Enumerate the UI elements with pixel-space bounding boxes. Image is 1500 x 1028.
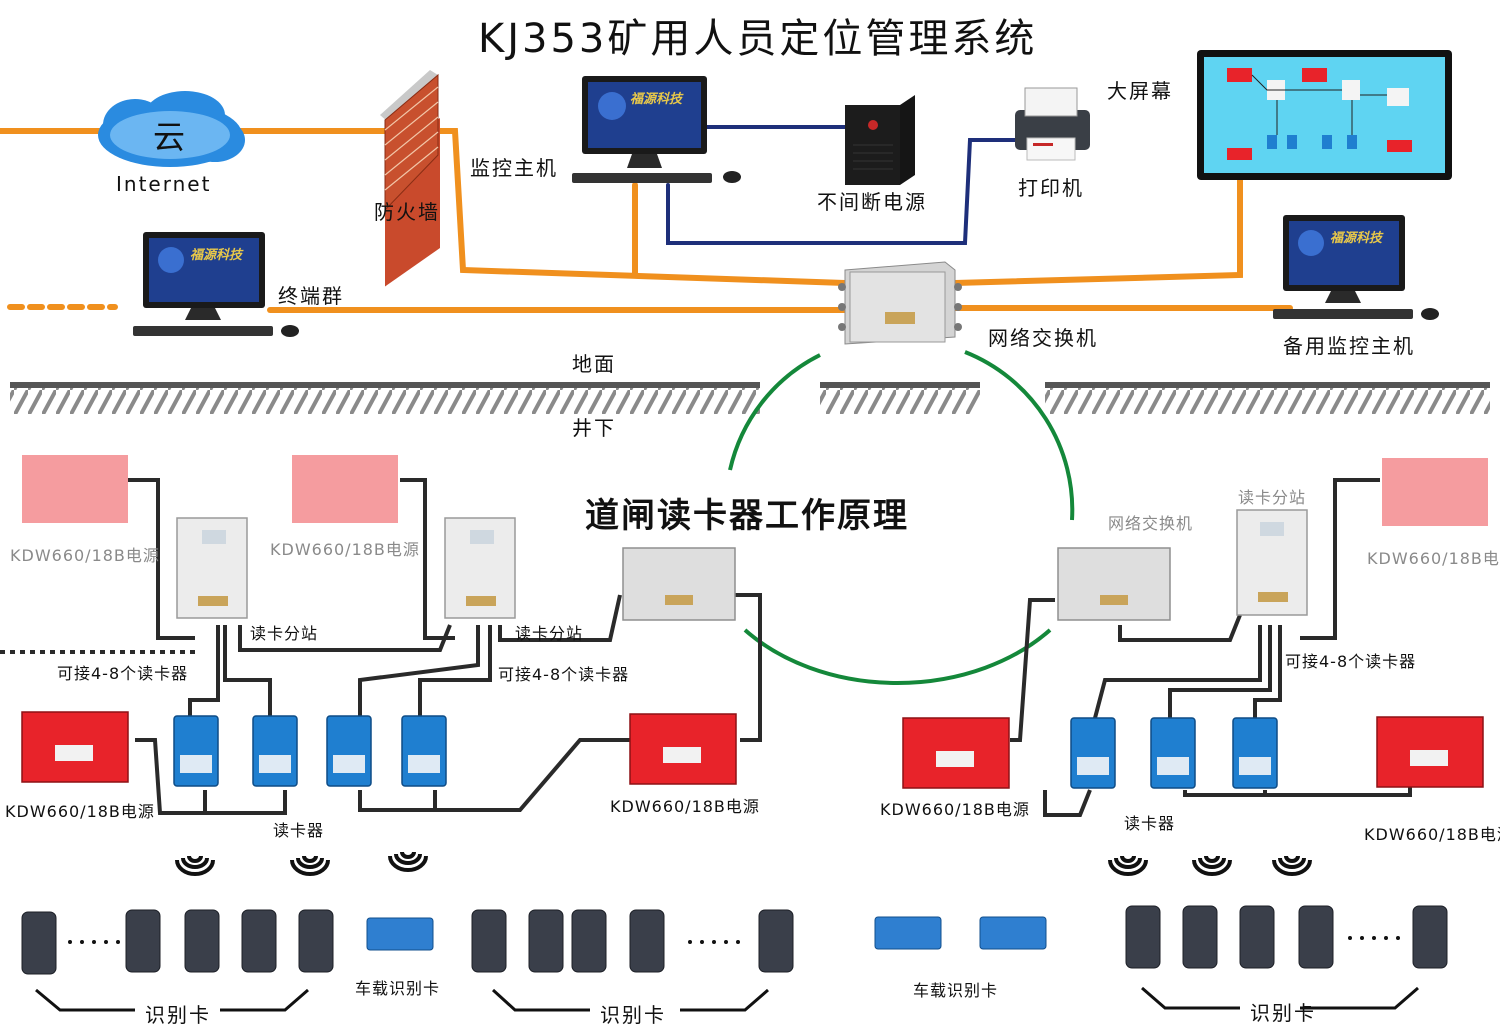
ups-icon bbox=[845, 95, 915, 185]
internet-label: Internet bbox=[116, 172, 212, 196]
card-dots bbox=[68, 936, 1400, 944]
vehicle-card-label-2: 车载识别卡 bbox=[913, 981, 999, 1000]
ring-bottom bbox=[743, 628, 1052, 685]
monitor-brand: 福源科技 bbox=[630, 92, 683, 107]
connect-readers-label-2: 可接4-8个读卡器 bbox=[498, 665, 630, 684]
connect-readers-label-1: 可接4-8个读卡器 bbox=[57, 664, 189, 683]
id-card-label-3: 识别卡 bbox=[1250, 1001, 1316, 1025]
ups-label: 不间断电源 bbox=[817, 190, 927, 214]
psu-label-faded-2: KDW660/18B电源 bbox=[270, 540, 420, 559]
vehicle-cards bbox=[366, 916, 1047, 951]
network-switch-label-underground: 网络交换机 bbox=[1108, 514, 1194, 533]
id-cards bbox=[21, 905, 1448, 975]
id-card-label-1: 识别卡 bbox=[145, 1003, 211, 1027]
ring-left-top bbox=[728, 353, 821, 471]
printer-icon bbox=[1015, 87, 1090, 161]
connect-readers-label-3: 可接4-8个读卡器 bbox=[1285, 652, 1417, 671]
screen-switch-link bbox=[952, 177, 1243, 286]
overlay-title: 道闸读卡器工作原理 bbox=[585, 496, 909, 536]
psu-faded bbox=[22, 455, 1488, 526]
underground-switches bbox=[622, 547, 1171, 621]
psu-label-3: KDW660/18B电源 bbox=[880, 800, 1030, 819]
psu-label-4: KDW660/18B电源 bbox=[1364, 825, 1500, 844]
card-reader-label-1: 读卡器 bbox=[273, 821, 325, 840]
ground-label: 地面 bbox=[572, 352, 616, 376]
page-title: KJ353矿用人员定位管理系统 bbox=[478, 16, 1038, 62]
ring-right-top bbox=[964, 350, 1075, 521]
psu-label-2: KDW660/18B电源 bbox=[610, 797, 760, 816]
psu-label-faded-3: KDW660/18B电源 bbox=[1367, 549, 1500, 568]
card-substation-label-faded: 读卡分站 bbox=[1238, 488, 1307, 507]
backup-host-icon bbox=[1273, 215, 1439, 320]
psu-label-1: KDW660/18B电源 bbox=[5, 802, 155, 821]
wireless-signal-icons bbox=[175, 851, 1312, 876]
card-substation-label-2: 读卡分站 bbox=[515, 624, 584, 643]
printer-label: 打印机 bbox=[1018, 176, 1084, 200]
underground-label: 井下 bbox=[572, 416, 616, 440]
psu-label-faded-1: KDW660/18B电源 bbox=[10, 546, 160, 565]
card-reader-label-2: 读卡器 bbox=[1124, 814, 1176, 833]
backup-host-label: 备用监控主机 bbox=[1283, 334, 1415, 358]
cloud bbox=[98, 91, 245, 167]
surface-switch-icon bbox=[838, 261, 962, 345]
firewall-label: 防火墙 bbox=[374, 200, 440, 224]
terminal-pc-icon bbox=[133, 232, 299, 337]
vehicle-card-label-1: 车载识别卡 bbox=[355, 979, 441, 998]
monitor-host-label: 监控主机 bbox=[470, 156, 558, 180]
card-brackets bbox=[35, 986, 1419, 1012]
monitor-host-icon bbox=[572, 76, 741, 183]
underground-cables bbox=[0, 478, 1412, 817]
big-screen-label: 大屏幕 bbox=[1107, 79, 1173, 103]
network-switch-label: 网络交换机 bbox=[988, 326, 1098, 350]
terminal-brand: 福源科技 bbox=[190, 248, 243, 263]
cloud-label: 云 bbox=[153, 118, 188, 156]
id-card-label-2: 识别卡 bbox=[600, 1003, 666, 1027]
ground-line bbox=[10, 382, 1490, 414]
backup-brand: 福源科技 bbox=[1330, 231, 1383, 246]
big-screen-icon bbox=[1197, 50, 1452, 180]
card-substation-label-1: 读卡分站 bbox=[250, 624, 319, 643]
firewall-icon bbox=[380, 70, 440, 287]
printer-link bbox=[666, 138, 1020, 245]
terminal-group-label: 终端群 bbox=[278, 284, 344, 308]
